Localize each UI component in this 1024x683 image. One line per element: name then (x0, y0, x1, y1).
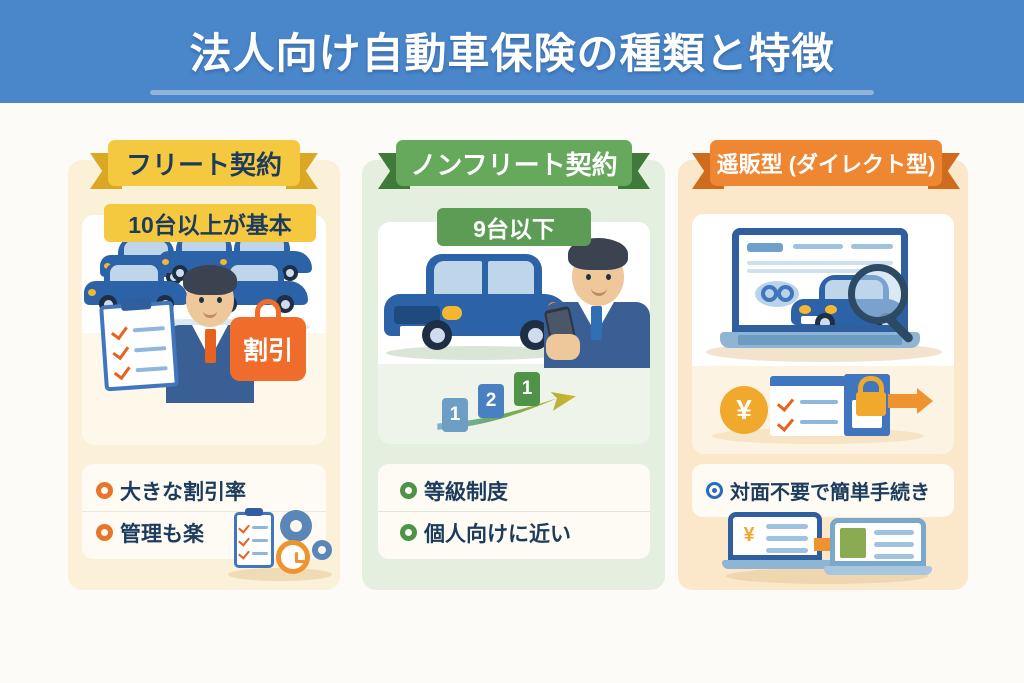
badge-fleet-count: 10台以上が基本 (104, 204, 316, 242)
checklist-clipboard-icon (99, 297, 179, 392)
discount-tag-label: 割引 (230, 317, 306, 381)
feature-label: 大きな割引率 (120, 480, 246, 504)
online-procedure-illustration: ¥ (708, 372, 938, 444)
rank-card: 2 (478, 384, 504, 418)
arrow-head-icon (917, 388, 933, 414)
clock-icon (276, 540, 310, 574)
ribbon-label: フリート契約 (108, 140, 300, 186)
ribbon-fleet: フリート契約 (90, 140, 318, 189)
smartphone-user-person-icon (543, 230, 650, 368)
arrow-right-icon (888, 394, 918, 408)
lock-icon (844, 374, 900, 436)
necktie-icon (591, 306, 602, 340)
rank-card: 1 (514, 372, 540, 406)
laptop-icon (824, 518, 932, 580)
feature-label: 等級制庋 (424, 480, 508, 504)
ribbon-label: 遥販型 (ダイレクト型) (710, 140, 942, 186)
feature-item: 対面不要で簡単手続き (692, 470, 954, 511)
checklist-icon (770, 376, 846, 436)
feature-label: 個人向けに近い (424, 522, 571, 546)
yen-coin-icon: ¥ (720, 386, 768, 434)
rank-card: 1 (442, 398, 468, 432)
ribbon-label: ノンフリート契約 (396, 140, 632, 186)
illustration-direct: ¥ (692, 214, 954, 454)
feature-list-direct: 対面不要で簡単手続き (692, 464, 954, 517)
gear-icon (312, 540, 332, 560)
laptop-icon (720, 228, 920, 356)
discount-tag: 割引 (230, 299, 306, 381)
car-icon (384, 254, 570, 350)
gear-icon (280, 510, 312, 542)
title-underline (150, 90, 874, 95)
bullet-ring-icon (400, 524, 417, 541)
feature-list-nonfleet: 等級制庋 個人向けに近い (378, 464, 650, 559)
bullet-solid-icon (706, 482, 723, 499)
feature-item: 等級制庋 (378, 470, 650, 511)
bullet-ring-icon (96, 482, 113, 499)
feature-label: 管理も楽 (120, 522, 204, 546)
header-banner: 法人向け自動車保険の種類と特徴 (0, 0, 1024, 103)
feature-label: 対面不要で簡単手続き (730, 482, 930, 504)
bullet-ring-icon (96, 524, 113, 541)
feature-item: 個人向けに近い (378, 511, 650, 553)
ribbon-direct: 遥販型 (ダイレクト型) (692, 140, 960, 189)
laptop-icon: ¥ (722, 512, 832, 574)
illustration-fleet: 割引 (82, 215, 326, 445)
illustration-nonfleet: 1 2 1 (378, 222, 650, 444)
grade-rank-illustration: 1 2 1 (428, 370, 608, 436)
bullet-ring-icon (400, 482, 417, 499)
feature-item: 管理も楽 (82, 511, 326, 553)
device-transfer-illustration: ¥ (722, 512, 932, 588)
ribbon-nonfleet: ノンフリート契約 (378, 140, 650, 189)
feature-item: 大きな割引率 (82, 470, 326, 511)
rising-arrow-icon (437, 392, 576, 430)
necktie-icon (205, 329, 216, 363)
management-tools-illustration (228, 506, 338, 584)
page-title: 法人向け自動車保険の種類と特徴 (189, 30, 835, 77)
magnifier-icon (848, 264, 908, 324)
badge-nonfleet-count: 9台以下 (437, 208, 591, 246)
